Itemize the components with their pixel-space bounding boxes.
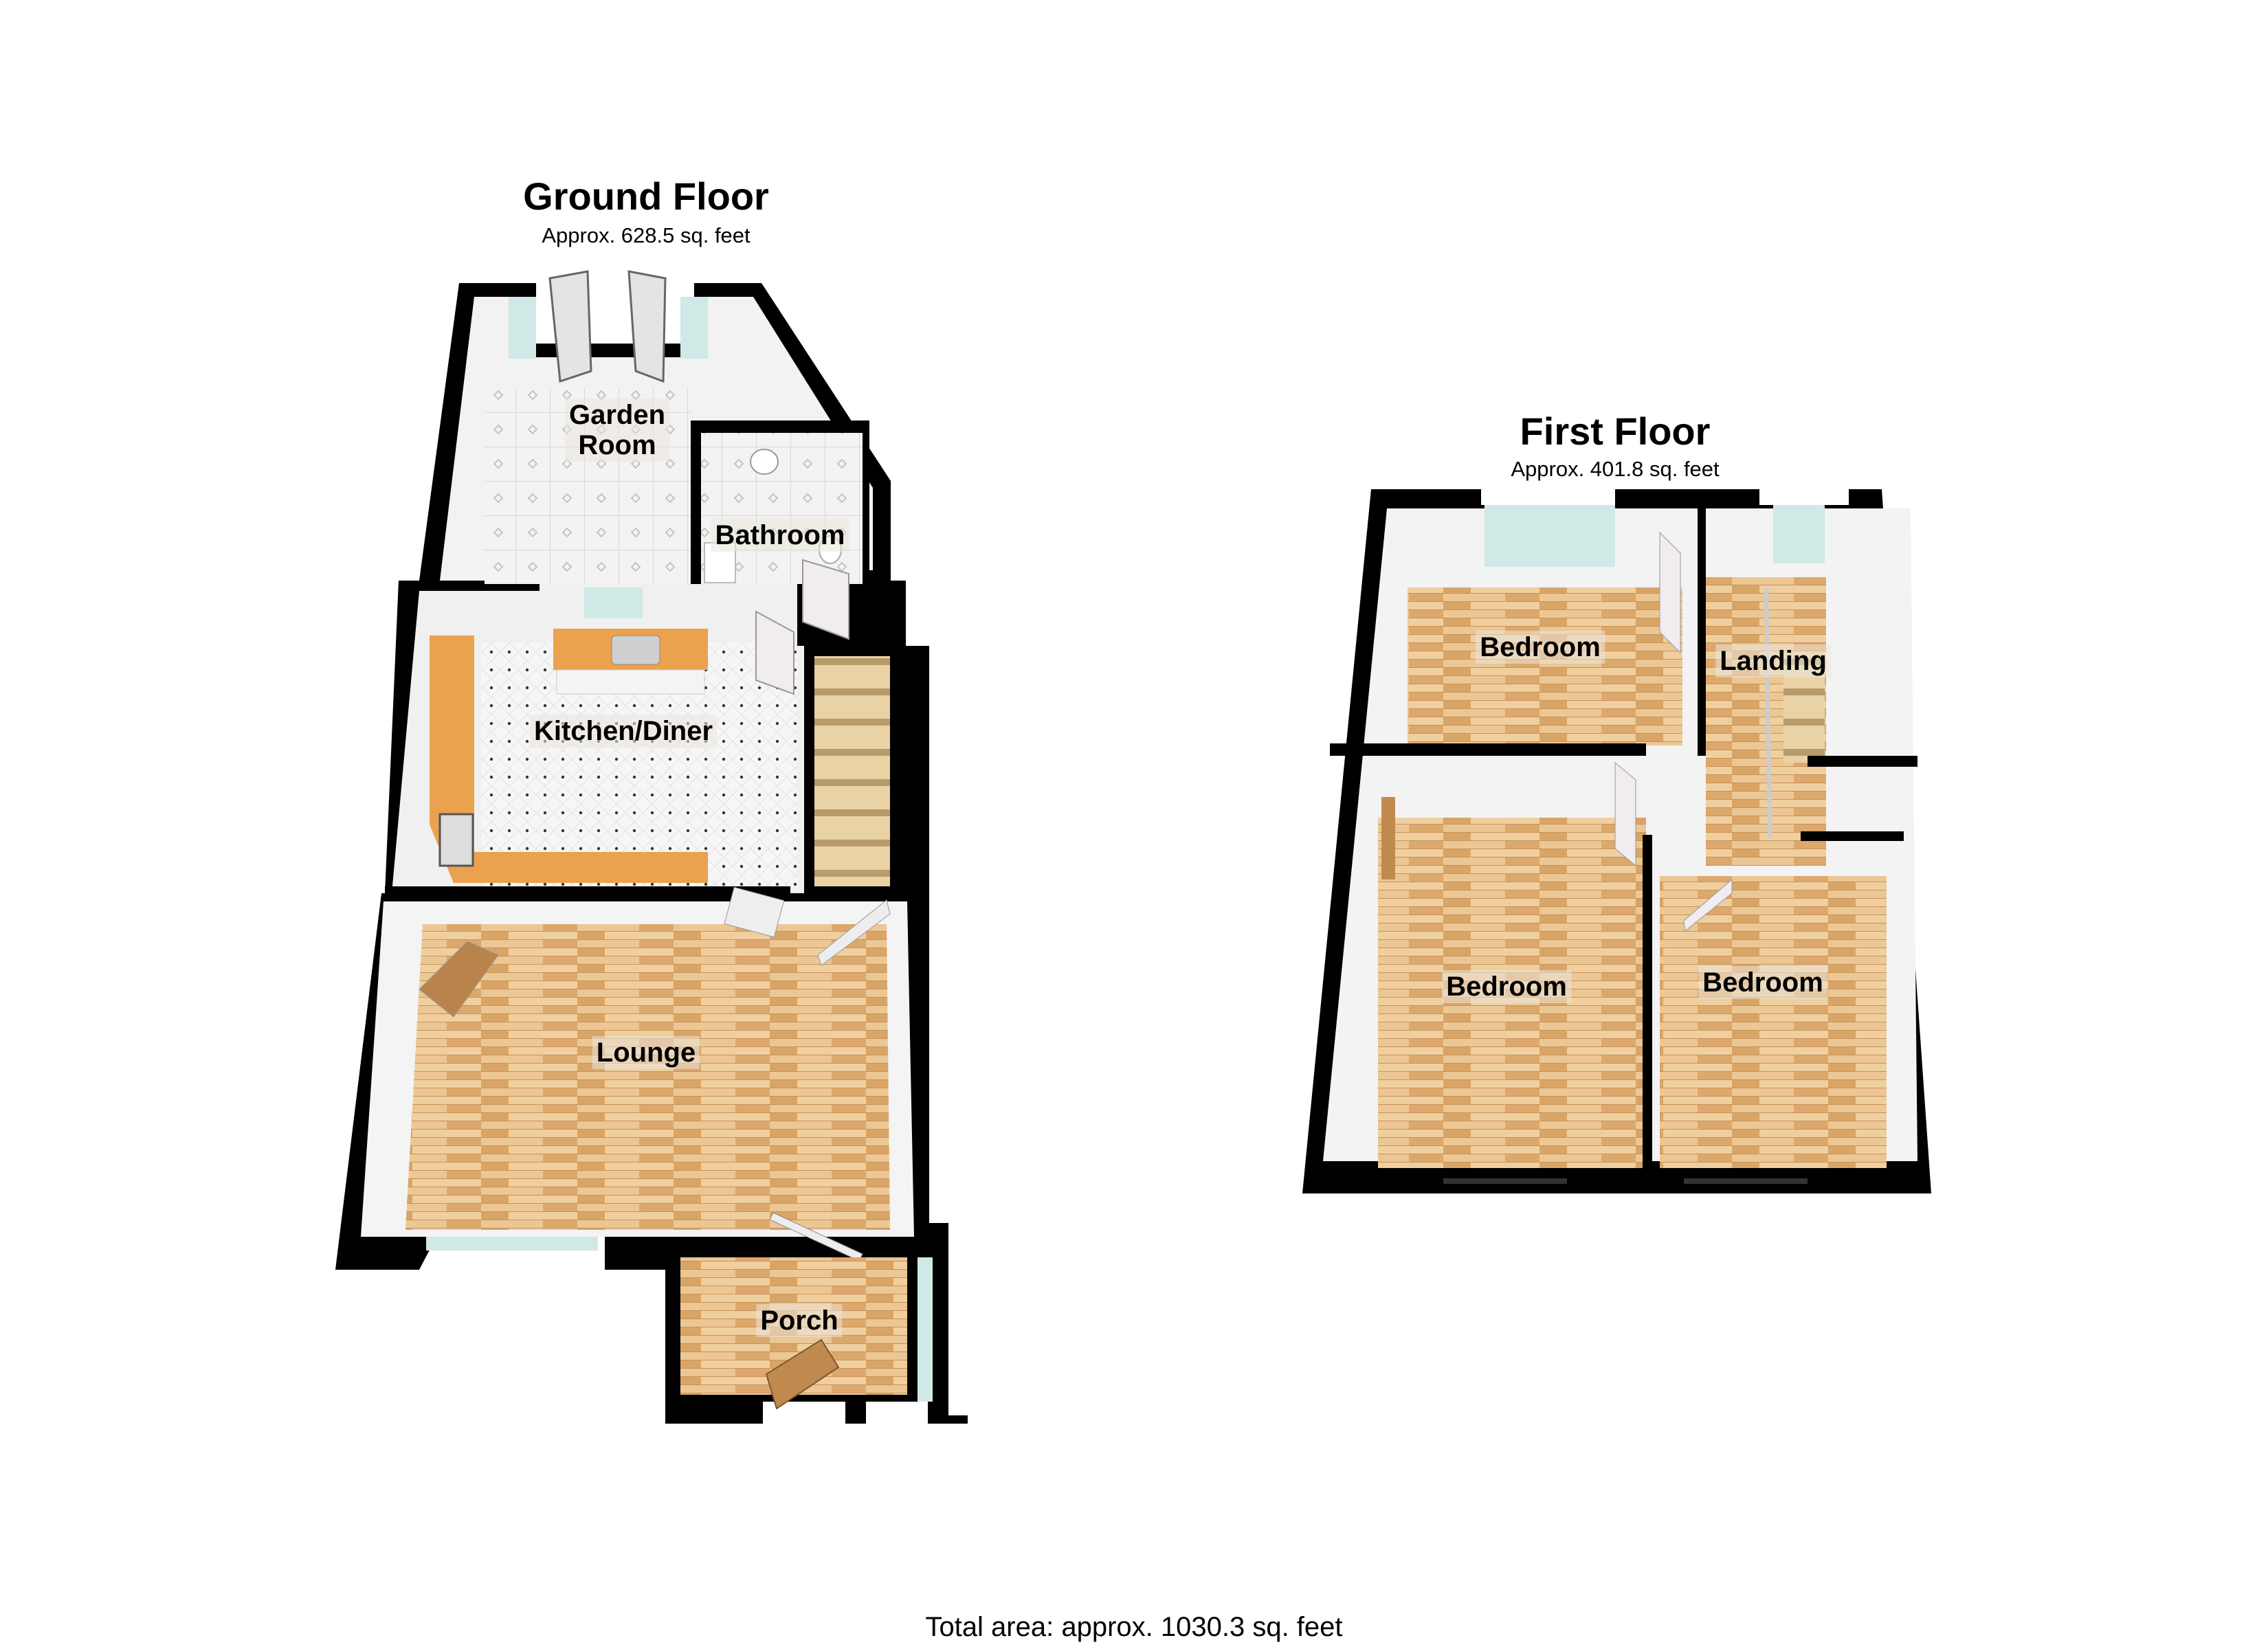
sink-icon xyxy=(611,635,660,665)
room-label-bathroom: Bathroom xyxy=(711,519,849,552)
room-label-lounge: Lounge xyxy=(592,1036,700,1069)
french-doors xyxy=(548,270,667,383)
garden-window-left xyxy=(509,297,536,359)
basin-icon xyxy=(750,449,779,475)
bathroom-door xyxy=(802,559,849,640)
ground-floor-area: Approx. 628.5 sq. feet xyxy=(542,223,751,247)
room-label-porch: Porch xyxy=(756,1304,843,1337)
kitchen-door xyxy=(755,610,794,695)
kitchen-window xyxy=(584,587,643,618)
room-label-garden-line1: Garden xyxy=(568,400,666,430)
bedroom-divider-wall xyxy=(1330,743,1646,756)
room-label-bedroom-3: Bedroom xyxy=(1698,966,1827,999)
garden-window-right xyxy=(680,297,708,359)
bedroom-1-window xyxy=(1485,505,1615,567)
lounge-window xyxy=(426,1237,598,1250)
cupboard-wall xyxy=(1808,756,1917,767)
room-label-garden-line2: Room xyxy=(578,430,656,460)
first-floor-title: First Floor xyxy=(1520,410,1711,453)
room-label-bedroom-2: Bedroom xyxy=(1442,970,1571,1003)
room-label-kitchen-diner: Kitchen/Diner xyxy=(529,715,718,748)
bedroom-1-door xyxy=(1659,531,1681,654)
lounge-wall-divider xyxy=(385,886,790,901)
porch-window-right xyxy=(918,1257,933,1402)
stairs xyxy=(814,656,890,886)
lower-bedroom-divider xyxy=(1643,835,1652,1182)
hob-icon xyxy=(438,813,474,867)
lounge-floor xyxy=(405,924,890,1230)
radiator xyxy=(724,886,785,938)
room-label-bedroom-1: Bedroom xyxy=(1476,631,1605,664)
lounge-door xyxy=(817,899,891,966)
total-area: Total area: approx. 1030.3 sq. feet xyxy=(925,1612,1343,1642)
bedroom-2-door xyxy=(1614,761,1636,867)
ground-floor-title: Ground Floor xyxy=(523,175,769,218)
banister xyxy=(1764,587,1772,839)
ground-floor-plan xyxy=(335,270,968,1424)
bedroom-3-floor xyxy=(1660,876,1887,1168)
landing-divider xyxy=(1698,495,1706,756)
room-label-landing: Landing xyxy=(1715,644,1831,677)
bedroom-2-wardrobe xyxy=(1381,797,1395,879)
first-floor-area: Approx. 401.8 sq. feet xyxy=(1511,457,1720,481)
bedroom-3-door xyxy=(1683,878,1733,932)
landing-window xyxy=(1773,505,1825,563)
bedroom-3-window xyxy=(1684,1178,1808,1184)
landing-lower-wall xyxy=(1801,831,1904,841)
bedroom-1-floor xyxy=(1408,587,1682,745)
bedroom-2-window xyxy=(1443,1178,1567,1184)
room-label-garden-room: Garden Room xyxy=(564,399,670,462)
fireplace xyxy=(419,941,499,1018)
first-floor-plan xyxy=(1302,489,1931,1193)
island-cupboards xyxy=(556,669,705,695)
porch-front-door xyxy=(765,1338,840,1410)
